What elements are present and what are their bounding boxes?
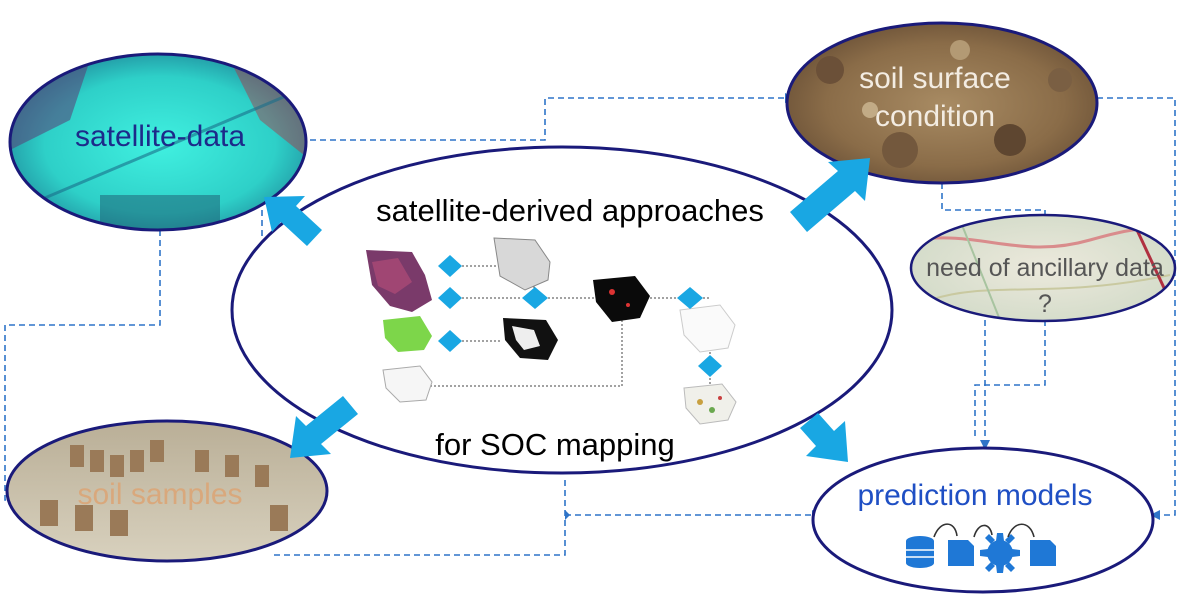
diamond-1 bbox=[438, 255, 462, 277]
center-subtitle: for SOC mapping bbox=[435, 427, 675, 462]
gear-icon bbox=[980, 533, 1020, 573]
arrow-to-prediction bbox=[800, 413, 848, 462]
diamond-3 bbox=[522, 287, 548, 309]
map-thumbnail-white bbox=[679, 304, 736, 353]
connector-satellite-soil bbox=[300, 97, 785, 141]
block-arrows bbox=[264, 158, 870, 462]
arrowhead-samples-mid bbox=[565, 510, 570, 520]
connector-soil-prediction bbox=[1097, 97, 1176, 516]
workflow-lines bbox=[430, 265, 711, 390]
arrow-to-satellite bbox=[264, 196, 322, 246]
loop-arrows bbox=[933, 523, 1035, 538]
road-map-thumbnail bbox=[911, 215, 1175, 321]
node-soil-samples[interactable] bbox=[0, 415, 340, 565]
arrowhead-prediction-top bbox=[980, 440, 990, 450]
document-icon bbox=[1030, 540, 1056, 566]
node-ancillary-data[interactable] bbox=[905, 210, 1185, 325]
connector-soil-ancillary bbox=[941, 183, 1046, 215]
database-icon bbox=[906, 536, 934, 568]
workflow-decision-diamonds bbox=[438, 255, 722, 377]
map-thumbnail-green bbox=[383, 316, 432, 352]
soil-surface-photo bbox=[787, 23, 1097, 183]
map-thumbnail-grey bbox=[493, 237, 551, 291]
ancillary-data-label: need of ancillary data ? bbox=[926, 254, 1164, 318]
diamond-6 bbox=[698, 355, 722, 377]
document-icon bbox=[948, 540, 974, 566]
node-soil-surface[interactable] bbox=[780, 20, 1110, 190]
connector-satellite-samples bbox=[4, 230, 161, 501]
diamond-2 bbox=[438, 287, 462, 309]
diamond-5 bbox=[677, 287, 703, 309]
node-prediction-models[interactable] bbox=[811, 446, 1155, 594]
soil-samples-photo bbox=[7, 421, 327, 561]
soil-samples-label: soil samples bbox=[77, 478, 243, 511]
map-thumbnail-result bbox=[683, 383, 737, 425]
map-thumbnail-bw bbox=[503, 318, 558, 360]
dashed-connectors bbox=[4, 97, 1176, 556]
connector-ancillary-loop bbox=[974, 320, 1046, 440]
map-thumbnail-purple bbox=[366, 250, 432, 312]
arrow-to-samples bbox=[290, 396, 358, 458]
connector-samples-prediction-lower bbox=[270, 480, 566, 556]
map-thumbnail-outline bbox=[382, 365, 433, 403]
prediction-models-label: prediction models bbox=[857, 479, 1093, 512]
map-thumbnail-black bbox=[593, 276, 650, 322]
arrowhead-prediction-right bbox=[1150, 510, 1160, 520]
satellite-data-label: satellite-data bbox=[74, 120, 246, 153]
arrow-to-soil-surface bbox=[790, 158, 870, 232]
soil-surface-label: soil surface condition bbox=[859, 62, 1011, 133]
center-title: satellite-derived approaches bbox=[376, 193, 764, 228]
processing-workflow-diagram bbox=[366, 237, 737, 425]
diamond-4 bbox=[438, 330, 462, 352]
